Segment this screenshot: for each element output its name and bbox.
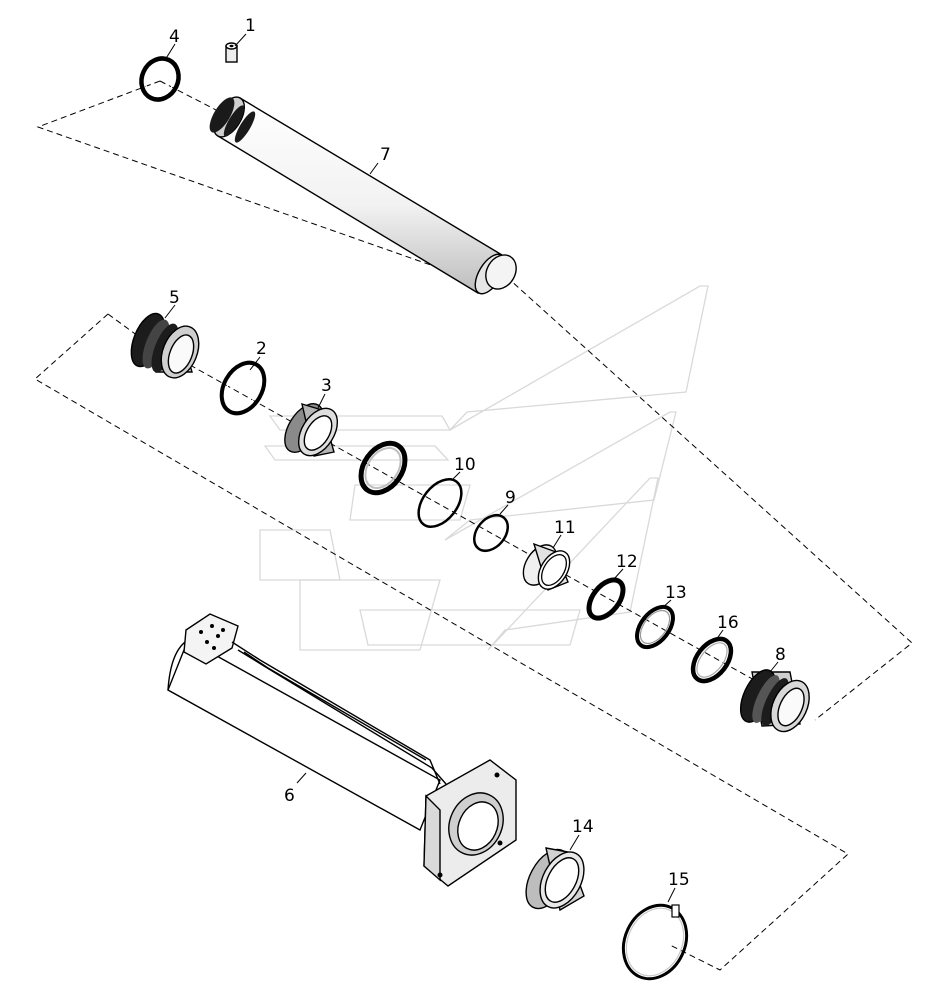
callout-8: 8	[775, 645, 786, 665]
callout-16: 16	[717, 613, 739, 633]
callout-labels: 1 4 7 5 2 3 10 9 11 12 13 16 8 6 14 15	[169, 16, 786, 890]
seal-16	[690, 636, 734, 684]
piston-rod	[209, 96, 517, 295]
seal-9	[473, 513, 509, 553]
callout-14: 14	[572, 817, 594, 837]
piston	[130, 312, 200, 379]
callout-9: 9	[505, 488, 516, 508]
o-ring	[139, 56, 181, 102]
seal-12	[586, 577, 626, 621]
bushing	[522, 542, 571, 591]
callout-3: 3	[321, 376, 332, 396]
gland	[739, 669, 810, 733]
callout-11: 11	[554, 518, 576, 538]
callout-5: 5	[169, 288, 180, 308]
callout-2: 2	[256, 339, 267, 359]
back-up-ring	[219, 360, 267, 416]
callout-12: 12	[616, 552, 638, 572]
wiper-ring	[525, 847, 585, 912]
callout-6: 6	[284, 786, 295, 806]
seal-10	[417, 478, 463, 528]
callout-7: 7	[380, 145, 391, 165]
grease-nipple	[225, 42, 238, 63]
callout-13: 13	[665, 583, 687, 603]
snap-ring	[621, 903, 689, 981]
seal-13	[635, 604, 675, 650]
callout-15: 15	[668, 870, 690, 890]
watermark-logo	[259, 285, 709, 651]
callout-10: 10	[454, 455, 476, 475]
seal-ring	[358, 440, 408, 496]
cylinder-barrel	[167, 613, 517, 887]
guide-ring	[284, 402, 339, 457]
callout-4: 4	[169, 27, 180, 47]
callout-1: 1	[245, 16, 256, 36]
leader-lines	[164, 33, 779, 903]
